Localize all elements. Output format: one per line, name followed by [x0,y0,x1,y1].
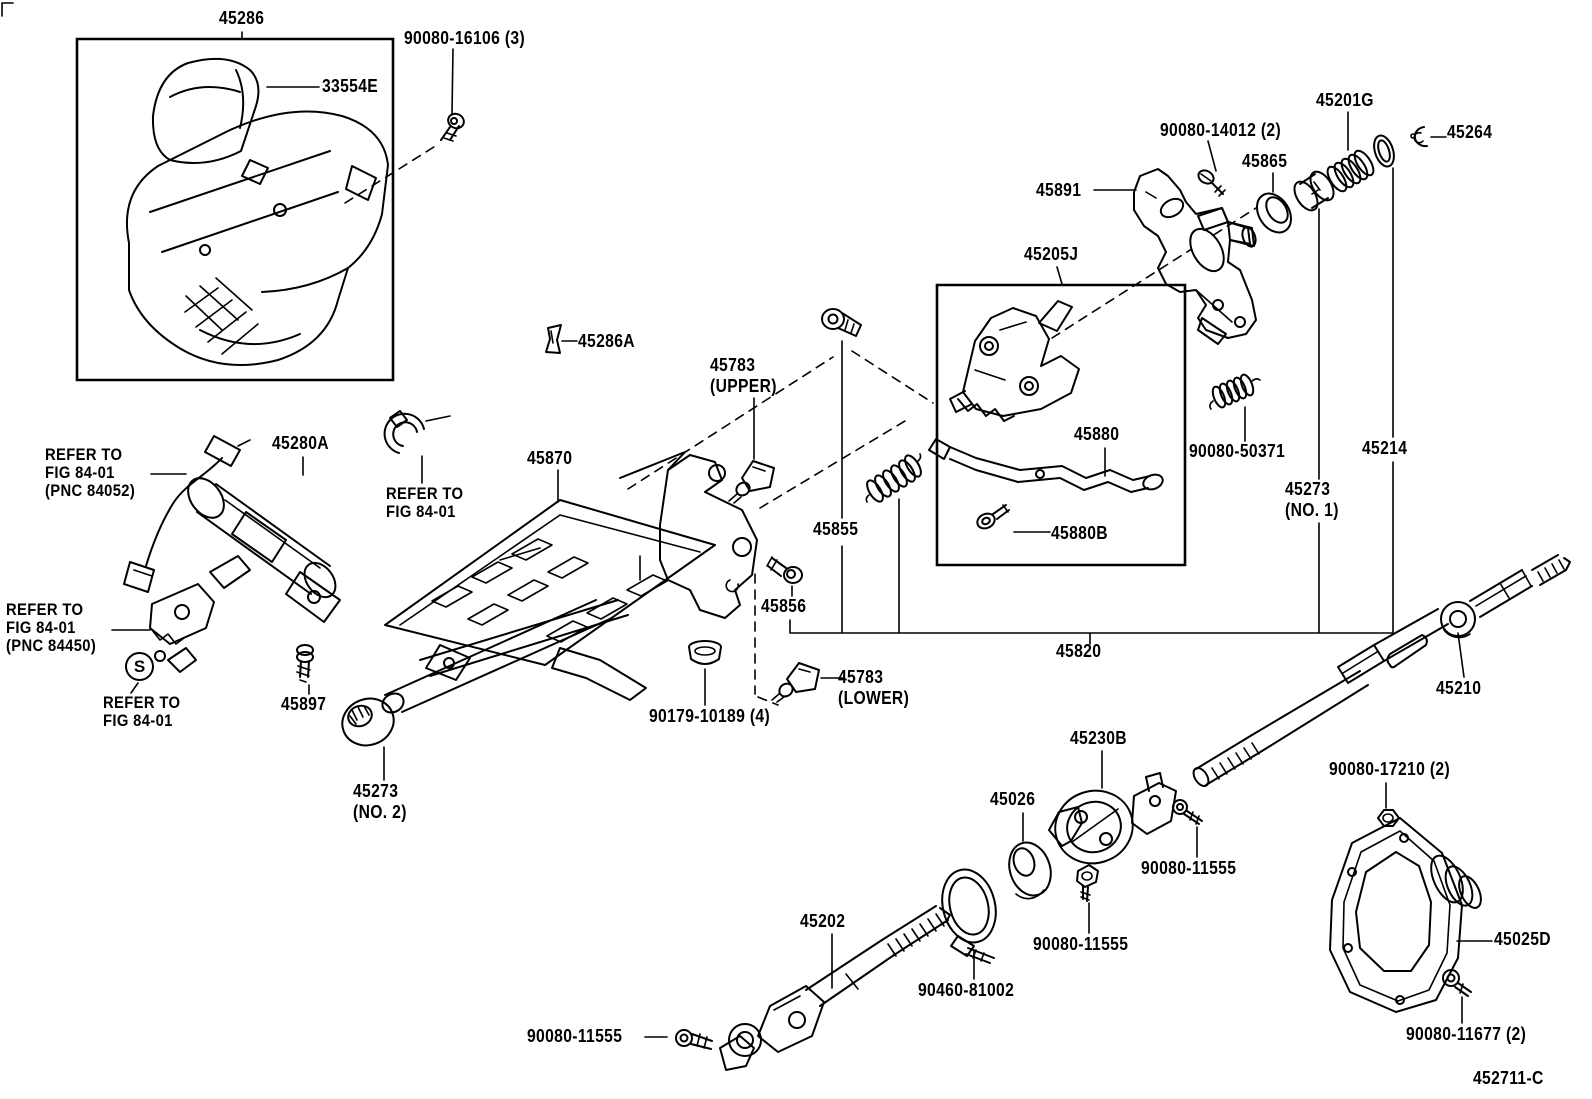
art-column-cover [127,59,388,365]
part-45783-lower: 45783 (LOWER) [838,667,910,709]
part-90080-50371: 90080-50371 [1189,441,1286,461]
art-lever-45880 [929,439,1165,492]
part-45865: 45865 [1242,151,1288,171]
art-fitting-45783-lower [772,663,819,702]
art-clip-45264 [1411,127,1427,146]
part-33554E: 33554E [322,76,379,96]
part-45880B: 45880B [1051,523,1108,543]
art-bolt-11555-center [1077,865,1098,901]
art-ignition-housing [150,471,342,672]
art-clamp-90460 [935,864,1003,963]
part-90080-16106: 90080-16106 (3) [404,28,526,48]
art-bracket-45891 [1134,169,1258,344]
ref-clip: REFER TO FIG 84-01 [386,484,464,521]
art-bearing-45026 [1003,837,1058,901]
part-45286: 45286 [219,8,265,28]
art-shaft-45202 [720,906,950,1070]
part-45273-no2: 45273 (NO. 2) [353,781,407,823]
art-main-column [379,452,757,716]
art-screw-16106 [441,111,466,141]
part-90080-11555-center: 90080-11555 [1033,934,1129,954]
art-spring-50371 [1210,373,1260,409]
art-ujoint-45230B [1046,773,1176,873]
detail-box-45205J [937,285,1185,565]
part-45891: 45891 [1036,180,1082,200]
part-45026: 45026 [990,789,1036,809]
part-45820: 45820 [1056,641,1102,661]
part-90179-10189: 90179-10189 (4) [649,706,771,726]
art-nut-17210 [1378,810,1399,826]
art-lock-clip [385,411,450,453]
part-90080-14012: 90080-14012 (2) [1160,120,1282,140]
part-45205J: 45205J [1024,244,1079,264]
part-45201G: 45201G [1316,90,1374,110]
part-45783-upper: 45783 (UPPER) [710,355,777,397]
detail-box-45286 [77,39,393,380]
part-45897: 45897 [281,694,327,714]
art-harness-84052 [124,436,250,592]
part-45202: 45202 [800,911,846,931]
art-bolt-11555-right [1173,800,1202,824]
art-bolt-11677 [1443,970,1471,996]
art-cover-plate-45025D [1330,818,1485,1012]
part-45870: 45870 [527,448,573,468]
art-clip-45286A [546,325,561,353]
part-90080-11677: 90080-11677 (2) [1406,1024,1527,1044]
part-90080-11555-right: 90080-11555 [1141,858,1237,878]
art-grommet-90179 [689,641,721,664]
s-symbol: S [125,652,154,681]
part-45273-no1: 45273 (NO. 1) [1285,479,1339,521]
part-45286A: 45286A [578,331,635,351]
art-ring-45214 [1370,133,1397,169]
ref-84052: REFER TO FIG 84-01 (PNC 84052) [45,445,136,500]
part-45855: 45855 [813,519,859,539]
part-45264: 45264 [1447,122,1493,142]
part-45856: 45856 [761,596,807,616]
art-column-spring [864,453,924,504]
art-main-shaft-45210 [1191,555,1570,789]
art-seal-45865 [1250,187,1298,239]
art-bolt-11555-left [676,1030,712,1049]
art-bolt-45880B [975,505,1009,531]
part-45025D: 45025D [1494,929,1551,949]
assembly-dashed-lines [345,145,1256,705]
part-45230B: 45230B [1070,728,1127,748]
leader-lines [112,32,1492,1037]
ref-84450: REFER TO FIG 84-01 (PNC 84450) [6,600,97,655]
part-45880: 45880 [1074,424,1120,444]
ref-bottom: REFER TO FIG 84-01 [103,693,181,730]
art-tilt-mechanism [950,301,1079,421]
art-bolt-14012 [1196,168,1225,196]
art-fitting-45783-upper [729,461,774,503]
part-45280A: 45280A [272,433,329,453]
art-spring-45201G [1324,148,1377,195]
art-bolt-45856 [767,557,802,583]
part-90080-17210: 90080-17210 (2) [1329,759,1451,779]
art-bolt-45897 [297,645,313,682]
part-90460-81002: 90460-81002 [918,980,1015,1000]
art-bolt-45855 [822,309,861,336]
part-45214: 45214 [1362,438,1408,458]
part-45210: 45210 [1436,678,1482,698]
part-90080-11555-left: 90080-11555 [527,1026,623,1046]
figure-number: 452711-C [1473,1068,1544,1088]
corner-mark [2,3,13,16]
